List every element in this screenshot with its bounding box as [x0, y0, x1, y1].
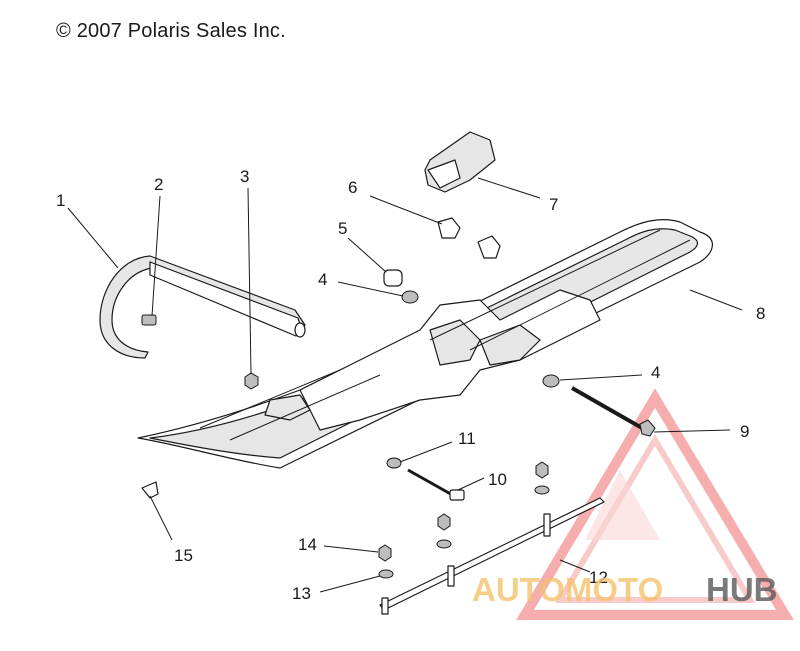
part-2-bolt — [141, 314, 157, 326]
part-7-wear-block — [424, 131, 496, 193]
callout-4-right: 4 — [651, 363, 660, 382]
callout-8: 8 — [756, 304, 765, 323]
watermark-text-primary: AUTOMOTO — [472, 571, 663, 608]
part-14-nuts — [378, 461, 549, 562]
part-5-bushing — [383, 269, 403, 287]
callout-labels: 1 2 3 4 4 5 6 7 8 9 10 11 12 13 14 15 — [56, 167, 765, 603]
part-6-bushings — [437, 217, 501, 259]
watermark-text-secondary: HUB — [706, 571, 778, 608]
leader-lines — [67, 177, 743, 593]
callout-10: 10 — [488, 470, 507, 489]
part-10-bolt — [407, 468, 465, 501]
callout-1: 1 — [56, 191, 65, 210]
callout-3: 3 — [240, 167, 249, 186]
part-3-nut — [244, 372, 259, 390]
callout-5: 5 — [338, 219, 347, 238]
part-15-bolt — [141, 481, 159, 499]
callout-14: 14 — [298, 535, 317, 554]
part-11-washer — [386, 457, 402, 469]
callout-7: 7 — [549, 195, 558, 214]
callout-6: 6 — [348, 178, 357, 197]
part-13-washers — [378, 485, 550, 579]
part-9-bolt — [571, 386, 656, 437]
callout-12: 12 — [589, 568, 608, 587]
callout-11: 11 — [458, 429, 476, 448]
callout-9: 9 — [740, 422, 749, 441]
ski-loop — [99, 255, 306, 359]
part-4-washer-top — [401, 290, 419, 304]
part-4-washer-right — [542, 374, 560, 388]
callout-2: 2 — [154, 175, 163, 194]
copyright-text: © 2007 Polaris Sales Inc. — [56, 20, 286, 42]
callout-13: 13 — [292, 584, 311, 603]
callout-4-top: 4 — [318, 270, 327, 289]
part-12-wear-bar — [379, 497, 605, 615]
ski-body — [137, 219, 713, 469]
watermark-logo: AUTOMOTO HUB — [472, 571, 778, 608]
callout-15: 15 — [174, 546, 193, 565]
